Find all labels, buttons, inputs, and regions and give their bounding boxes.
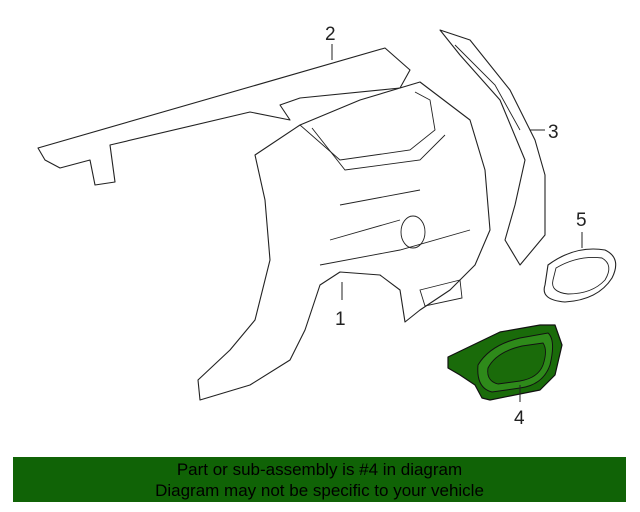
callout-1: 1 xyxy=(335,309,346,330)
info-banner: Part or sub-assembly is #4 in diagram Di… xyxy=(13,457,626,502)
callout-4: 4 xyxy=(514,408,525,429)
callout-5: 5 xyxy=(576,210,587,231)
part-1-quarter-panel[interactable] xyxy=(197,81,491,401)
banner-line-2: Diagram may not be specific to your vehi… xyxy=(155,481,484,500)
part-5-fuel-door[interactable] xyxy=(543,248,617,303)
callout-2: 2 xyxy=(325,24,336,45)
banner-line-1: Part or sub-assembly is #4 in diagram xyxy=(176,460,463,479)
part-2-roof-rail[interactable] xyxy=(37,47,411,186)
callout-3: 3 xyxy=(548,122,559,143)
part-3-pillar[interactable] xyxy=(439,29,546,266)
